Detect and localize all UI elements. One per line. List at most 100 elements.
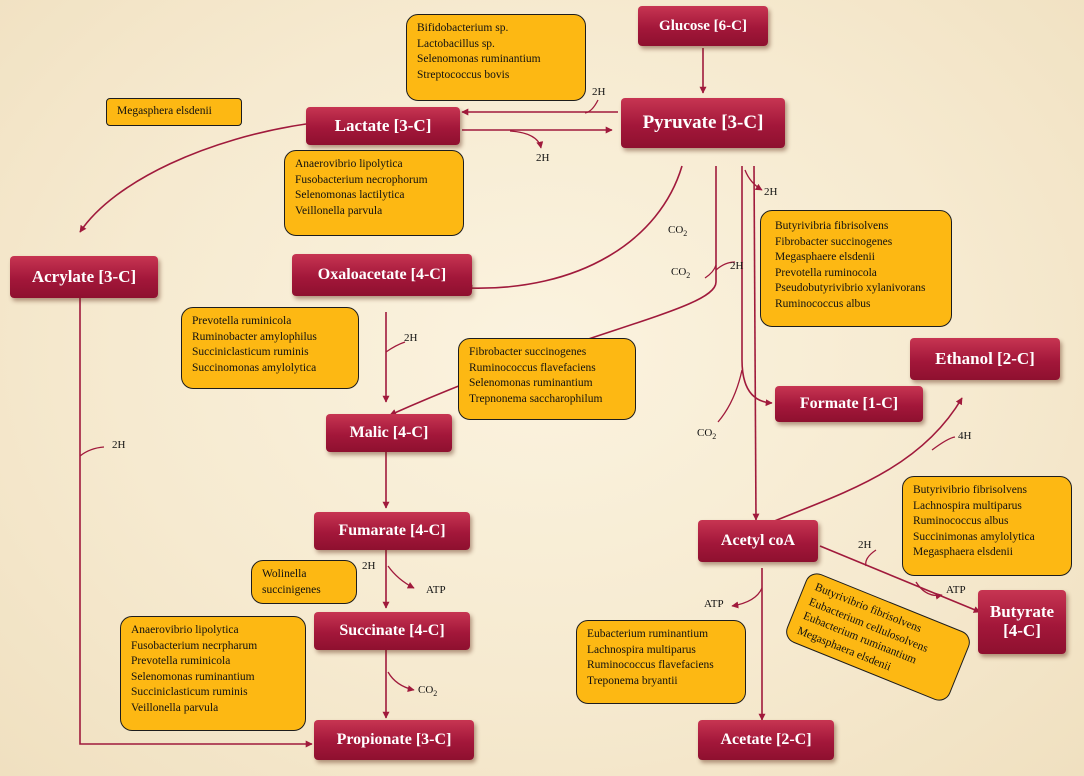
organism: Selenomonas lactilytica [295,189,405,201]
ethanol-node: Ethanol [2-C] [910,338,1060,380]
organism: Succinimonas amylolytica [913,530,1035,543]
pyruvate-node: Pyruvate [3-C] [621,98,785,148]
organism-box-pyruvate-malic: Fibrobacter succinogenes Ruminococcus fl… [458,338,636,420]
organism: Fibrobacter succinogenes [469,346,587,358]
co2-label: CO2 [418,684,437,698]
h2-label: 2H [404,332,418,344]
organism: Anaerovibrio lipolytica [295,158,403,170]
arrow-co2-propionate [387,671,415,693]
organism: Lachnospira multiparus [587,643,696,656]
co2-label: CO2 [668,224,687,238]
organism: Veillonella parvula [131,701,219,714]
arrow-atp-succinate [387,565,415,589]
organism-box-pyruvate-formate: Butyrivibria fibrisolvens Fibrobacter su… [760,210,952,327]
arrow-atp-butyrate [915,581,943,600]
oxaloacetate-node: Oxaloacetate [4-C] [292,254,472,296]
acetate-node: Acetate [2-C] [698,720,834,760]
organism-box-oxalo-malic: Prevotella ruminicola Ruminobacter amylo… [181,307,359,389]
organism: Prevotella ruminocola [775,266,877,279]
organism: Trepnonema saccharophilum [469,392,603,405]
h2-label: 2H [112,439,126,451]
malic-node: Malic [4-C] [326,414,452,452]
h2-label: 2H [858,539,872,551]
atp-label: ATP [946,584,966,596]
arrow-acetyl-ethanol [771,397,963,523]
arrow-4h [931,436,956,451]
organism: Ruminococcus flavefaciens [469,361,596,374]
organism: Butyrivibrio fibrisolvens [913,484,1028,496]
organism: Megasphaera elsdenii [913,546,1013,558]
organism: Lactobacillus sp. [417,37,495,50]
co2-subscript: 2 [683,229,688,239]
co2-subscript: 2 [712,432,717,442]
arrow-2h-pyruvate [744,169,763,191]
arrow-acrylate-propionate [79,280,313,748]
organism: Selenomonas ruminantium [131,670,255,683]
arrow-2h-side [584,99,599,114]
succinate-node: Succinate [4-C] [314,612,470,650]
arrow-2h-hook [715,261,736,271]
organism: Treponema bryantii [587,674,678,687]
organism: Fusobacterium necrpharum [131,639,258,652]
arrow-pyruvate-acetyl [752,165,760,521]
co2-label: CO2 [671,266,690,280]
organism: succinigenes [262,583,321,596]
butyrate-label-line2: [4-C] [1003,621,1041,640]
butyrate-node: Butyrate [4-C] [978,590,1066,654]
arrow-co2-hook [704,264,717,279]
co2-subscript: 2 [686,271,691,281]
organism: Fusobacterium necrophorum [295,173,428,186]
organism: Pseudobutyrivibrio xylanivorans [775,282,926,294]
co2-text: CO [671,266,687,278]
acetyl-coa-node: Acetyl coA [698,520,818,562]
organism: Fibrobacter succinogenes [775,235,893,248]
lactate-node: Lactate [3-C] [306,107,460,145]
co2-text: CO [668,224,684,236]
arrow-2h-oxalo [385,341,406,353]
atp-label: ATP [426,584,446,596]
organism: Bifidobacterium sp. [417,22,509,34]
arrow-acetyl-butyrate [819,545,981,613]
organism: Prevotella ruminicola [131,655,231,667]
fumarate-node: Fumarate [4-C] [314,512,470,550]
arrow-atp-acetate [731,587,763,609]
arrow-co2-formate [717,369,743,423]
organism: Succinomonas amylolytica [192,361,317,374]
co2-text: CO [418,684,434,696]
organism: Ruminobacter amylophilus [192,330,317,343]
atp-label: ATP [704,598,724,610]
organism: Selenomonas ruminantium [417,53,541,65]
glucose-node: Glucose [6-C] [638,6,768,46]
organism: Prevotella ruminicola [192,315,292,327]
organism-box-pyruvate-lactate: Anaerovibrio lipolytica Fusobacterium ne… [284,150,464,236]
organism-box-acetyl-ethanol: Butyrivibrio fibrisolvens Lachnospira mu… [902,476,1072,576]
organism-box-lactate-acrylate: Megasphera elsdenii [106,98,242,126]
arrow-pyruvate-oxaloacetate [465,165,683,292]
organism: Megasphera elsdenii [117,105,212,117]
organism: Ruminococcus flavefaciens [587,659,714,671]
organism-box-acetyl-acetate: Eubacterium ruminantium Lachnospira mult… [576,620,746,704]
organism: Succiniclasticum ruminis [192,346,309,358]
organism: Lachnospira multiparus [913,499,1022,512]
arrow-2h-acrylate [79,446,105,457]
h2-label: 2H [362,560,376,572]
h2-label: 2H [592,86,606,98]
organism: Ruminococcus albus [913,515,1009,527]
organism: Streptococcus bovis [417,68,510,81]
acrylate-node: Acrylate [3-C] [10,256,158,298]
arrow-pyruvate-formate [741,166,773,407]
arrow-2h-side [509,130,544,149]
butyrate-label-line1: Butyrate [989,602,1055,622]
organism-box-glucose-pyruvate: Bifidobacterium sp. Lactobacillus sp. Se… [406,14,586,101]
h2-label: 2H [764,186,778,198]
co2-text: CO [697,427,713,439]
formate-node: Formate [1-C] [775,386,923,422]
organism: Succiniclasticum ruminis [131,686,248,698]
organism: Megasphaere elsdenii [775,251,875,263]
h2-label: 2H [730,260,744,272]
organism: Ruminococcus albus [775,297,871,310]
organism: Veillonella parvula [295,204,383,217]
h2-label: 2H [536,152,550,164]
